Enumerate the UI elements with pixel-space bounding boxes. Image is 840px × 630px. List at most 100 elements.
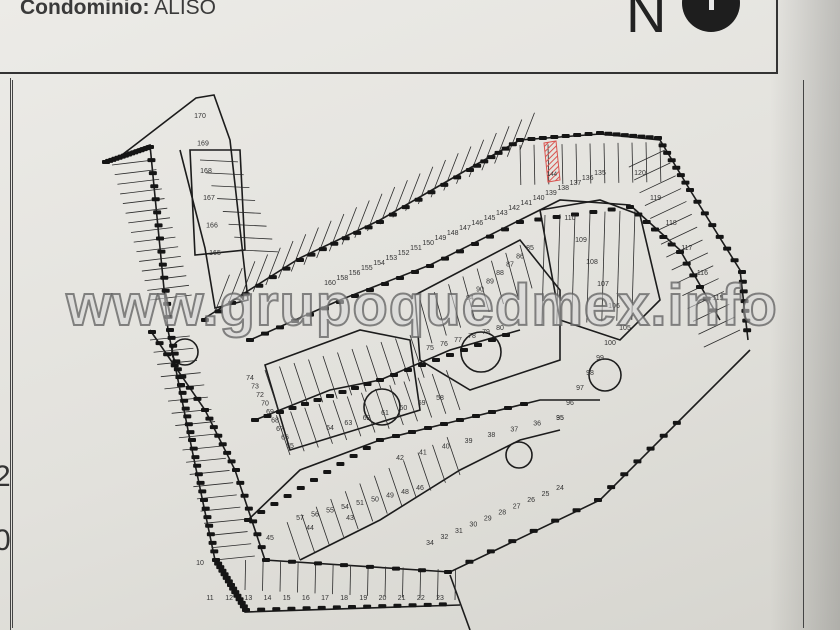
parking-mark bbox=[363, 604, 372, 609]
lot-line bbox=[318, 403, 333, 444]
lot-line bbox=[556, 214, 561, 325]
lot-line bbox=[384, 566, 387, 597]
parking-mark bbox=[172, 359, 181, 364]
lot-label-105: 105 bbox=[619, 325, 631, 332]
lot-label-149: 149 bbox=[435, 235, 447, 242]
lot-label-29: 29 bbox=[484, 516, 492, 523]
lot-line bbox=[182, 445, 223, 451]
lot-line bbox=[214, 555, 255, 561]
lot-label-59: 59 bbox=[418, 400, 426, 407]
lot-label-12: 12 bbox=[225, 595, 233, 602]
parking-mark bbox=[604, 131, 613, 136]
lot-label-68: 68 bbox=[271, 418, 279, 425]
parking-mark bbox=[663, 150, 672, 155]
lot-line bbox=[141, 265, 184, 272]
parking-mark bbox=[302, 606, 311, 611]
lot-label-169: 169 bbox=[197, 140, 209, 147]
lot-label-54: 54 bbox=[341, 504, 349, 511]
lot-line bbox=[631, 209, 636, 320]
parking-mark bbox=[340, 563, 348, 568]
parking-mark bbox=[474, 343, 482, 347]
parking-mark bbox=[527, 137, 536, 141]
parking-mark bbox=[466, 168, 474, 172]
parking-mark bbox=[272, 607, 281, 612]
lot-line bbox=[301, 514, 315, 553]
lot-line bbox=[314, 563, 317, 594]
parking-mark bbox=[408, 430, 416, 434]
lot-label-21: 21 bbox=[398, 595, 406, 602]
parking-mark bbox=[424, 426, 432, 430]
parking-mark bbox=[205, 523, 214, 528]
lot-label-140: 140 bbox=[533, 195, 545, 202]
lot-line bbox=[279, 366, 295, 410]
parking-mark bbox=[440, 422, 448, 426]
lot-line bbox=[505, 252, 519, 297]
lot-label-146: 146 bbox=[471, 220, 483, 227]
parking-mark bbox=[516, 220, 524, 224]
lot-line bbox=[419, 299, 433, 344]
parking-mark bbox=[253, 532, 262, 537]
parking-mark bbox=[501, 146, 510, 151]
plan-frame bbox=[12, 80, 804, 628]
lot-label-50: 50 bbox=[371, 496, 379, 503]
lot-line bbox=[703, 329, 741, 348]
lot-label-11: 11 bbox=[206, 595, 213, 602]
parking-mark bbox=[232, 468, 240, 472]
lot-line bbox=[660, 226, 698, 245]
lot-line bbox=[297, 562, 299, 593]
parking-mark bbox=[620, 472, 629, 477]
lot-line bbox=[519, 144, 522, 185]
lot-line bbox=[290, 411, 305, 452]
parking-mark bbox=[418, 568, 426, 573]
parking-mark bbox=[237, 600, 246, 605]
parking-mark bbox=[440, 182, 449, 187]
lot-line bbox=[575, 143, 578, 184]
parking-mark bbox=[508, 142, 517, 147]
parking-mark bbox=[158, 262, 167, 267]
lot-line bbox=[346, 396, 362, 437]
parking-mark bbox=[438, 602, 447, 607]
parking-mark bbox=[723, 246, 732, 251]
lot-label-94: 94 bbox=[466, 295, 474, 302]
lot-label-73: 73 bbox=[251, 384, 259, 391]
street-outline-11 bbox=[414, 238, 561, 391]
parking-mark bbox=[572, 508, 581, 513]
lot-line bbox=[265, 247, 281, 286]
lot-line bbox=[117, 178, 160, 185]
parking-mark bbox=[246, 338, 254, 342]
lot-label-85: 85 bbox=[526, 245, 534, 252]
cul-de-sac-1 bbox=[363, 388, 401, 426]
parking-mark bbox=[263, 414, 272, 418]
parking-mark bbox=[160, 275, 169, 280]
lot-line bbox=[303, 227, 319, 265]
parking-mark bbox=[212, 558, 220, 562]
lot-label-23: 23 bbox=[436, 595, 444, 602]
parking-mark bbox=[480, 159, 489, 164]
lot-line bbox=[211, 543, 252, 549]
parking-mark bbox=[381, 282, 389, 286]
lot-line bbox=[402, 567, 404, 598]
parking-mark bbox=[651, 227, 659, 232]
lot-label-144: 144 bbox=[547, 172, 558, 178]
lot-label-166: 166 bbox=[206, 223, 218, 230]
parking-mark bbox=[191, 455, 200, 460]
lot-line bbox=[175, 421, 216, 426]
lot-line bbox=[149, 294, 192, 301]
parking-mark bbox=[411, 270, 419, 274]
lot-label-56: 56 bbox=[311, 511, 319, 518]
parking-mark bbox=[170, 363, 179, 368]
lot-line bbox=[379, 186, 396, 225]
lot-label-119: 119 bbox=[650, 195, 661, 202]
lot-label-42: 42 bbox=[396, 455, 404, 462]
watermark-text: www.grupoquedmex.info bbox=[65, 272, 778, 339]
lot-label-89: 89 bbox=[486, 278, 494, 285]
street-outline-1 bbox=[117, 94, 249, 309]
parking-mark bbox=[276, 325, 284, 330]
parking-mark bbox=[236, 480, 245, 485]
lot-line bbox=[395, 338, 411, 382]
lot-line bbox=[650, 201, 687, 219]
lot-line bbox=[227, 267, 243, 306]
lot-line bbox=[462, 276, 476, 320]
parking-mark bbox=[596, 131, 604, 135]
lot-line bbox=[120, 188, 162, 195]
